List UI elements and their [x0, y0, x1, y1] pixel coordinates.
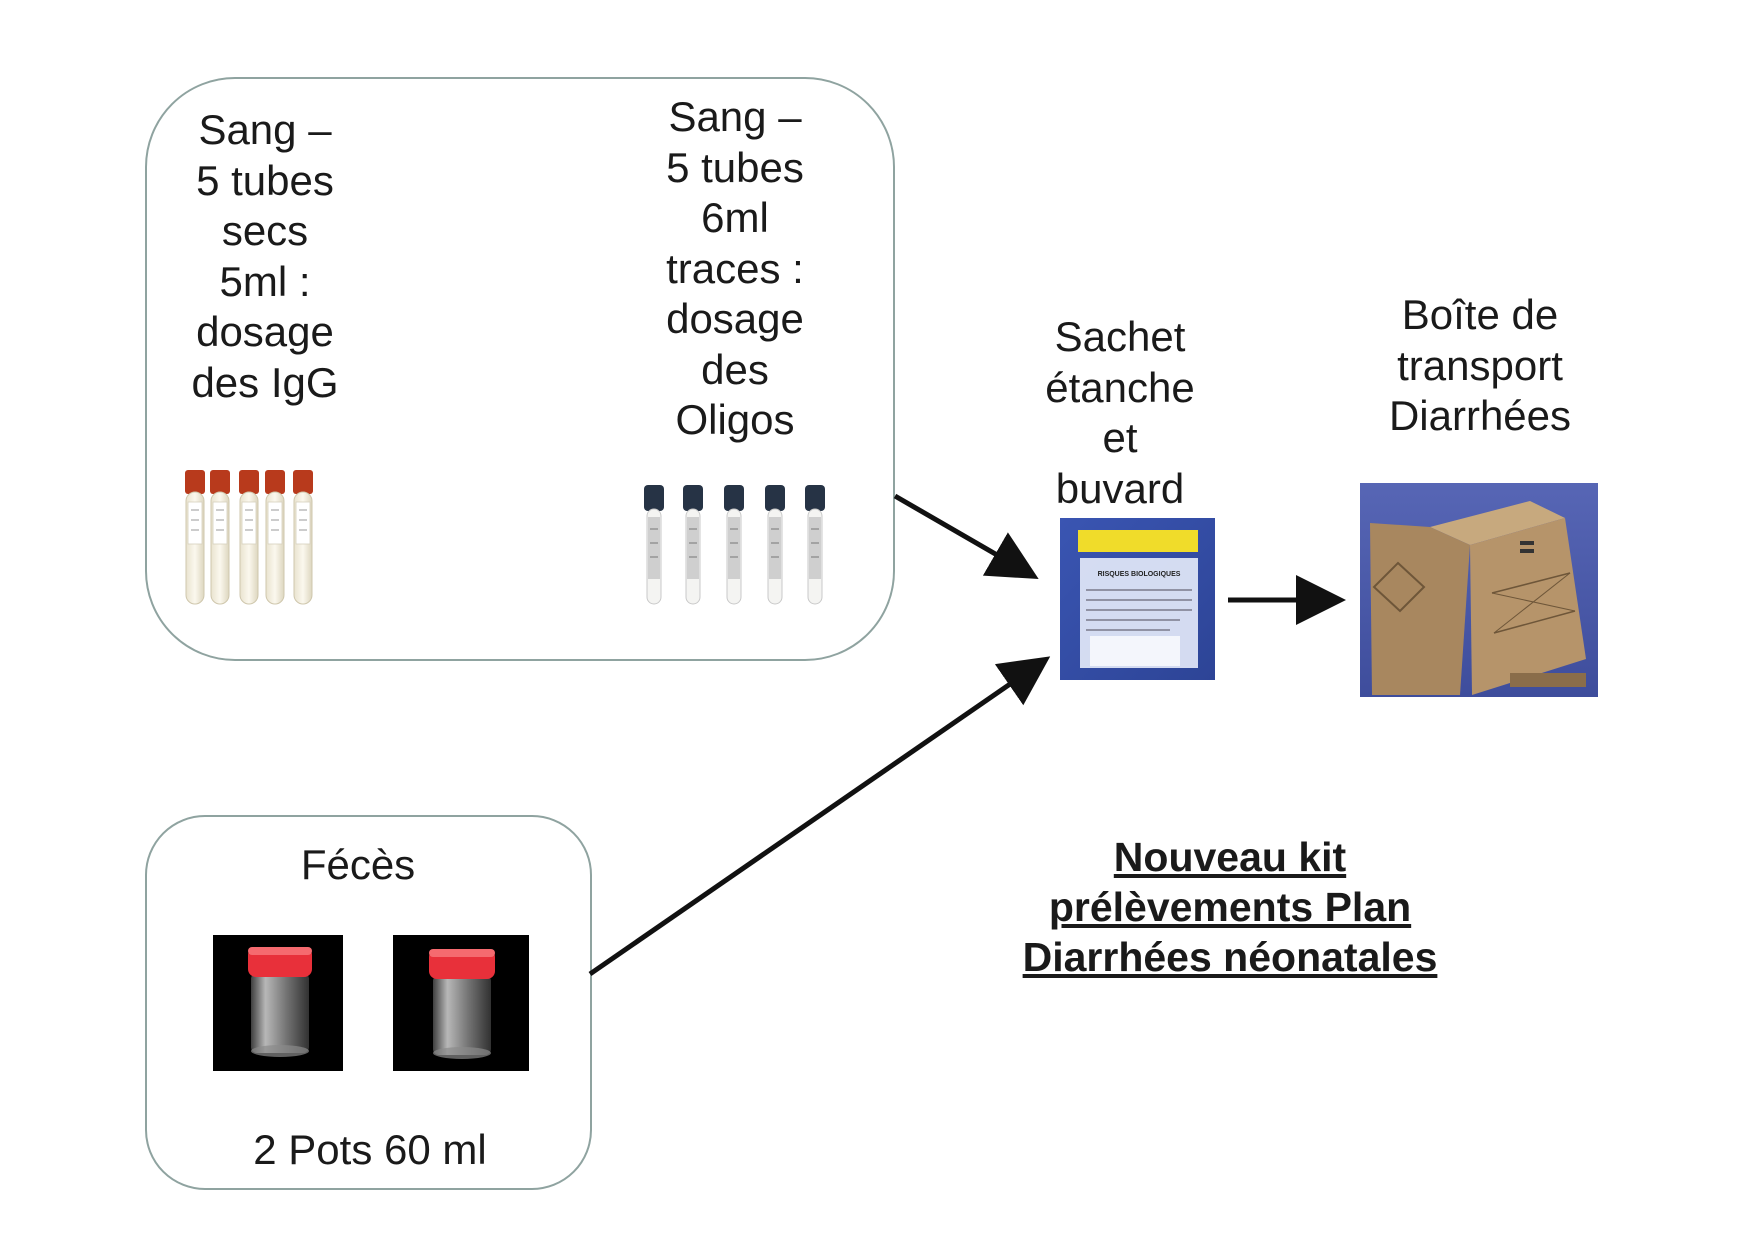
specimen-pot-photo: [213, 935, 343, 1071]
bag-label: Sachet étanche et buvard: [1045, 313, 1195, 512]
dry-tubes-label: Sang – 5 tubes secs 5ml : dosage des IgG: [191, 106, 339, 406]
dry-tube: [239, 470, 259, 605]
pots-label: 2 Pots 60 ml: [253, 1126, 487, 1173]
stool-title: Fécès: [300, 841, 416, 888]
arrow-stool-to-bag: [588, 656, 1051, 977]
trace-tubes-label: Sang – 5 tubes 6ml traces : dosage des O…: [666, 93, 804, 443]
trace-tube: [644, 485, 664, 605]
transport-box-photo: [1360, 483, 1598, 697]
trace-tube: [683, 485, 703, 605]
bag-print-heading: RISQUES BIOLOGIQUES: [1098, 571, 1181, 578]
specimen-pot-photo: [393, 935, 529, 1071]
dry-tube: [265, 470, 285, 605]
dry-tube: [210, 470, 230, 605]
dry-tubes-illustration: [185, 470, 313, 605]
trace-tube: [765, 485, 785, 605]
trace-tubes-illustration: [644, 485, 825, 605]
trace-tube: [724, 485, 744, 605]
kit-title: Nouveau kit prélèvements Plan Diarrhées …: [1022, 834, 1438, 980]
transport-box-label: Boîte de transport Diarrhées: [1388, 291, 1572, 439]
dry-tube: [185, 470, 205, 605]
trace-tube: [805, 485, 825, 605]
biohazard-bag-photo: RISQUES BIOLOGIQUES: [1060, 518, 1215, 680]
dry-tube: [293, 470, 313, 605]
arrow-blood-to-bag: [893, 493, 1039, 580]
